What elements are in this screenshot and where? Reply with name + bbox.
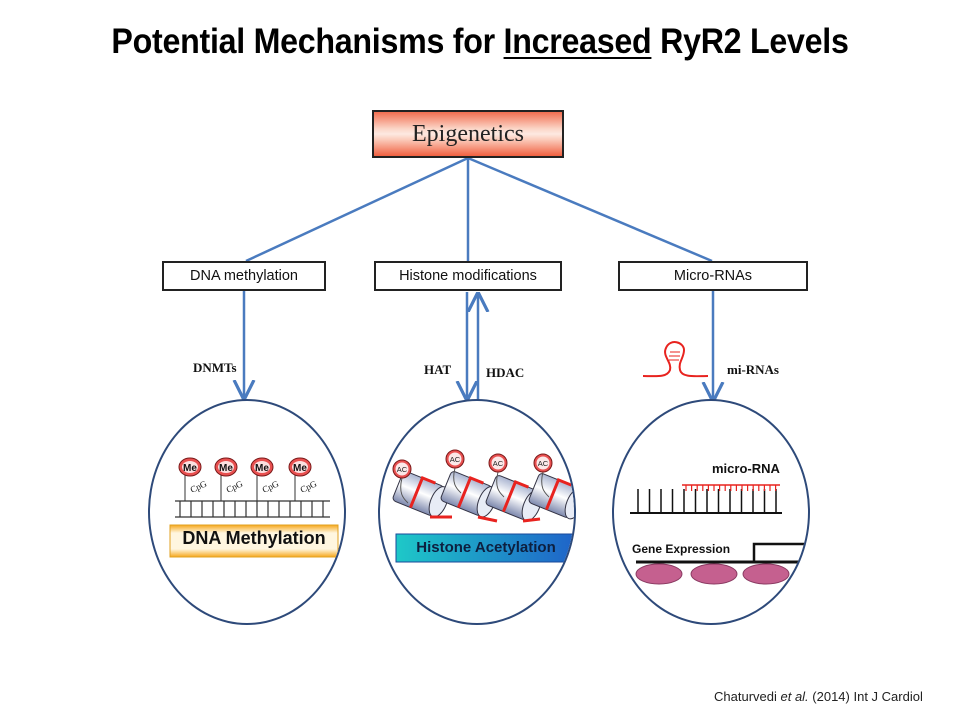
acetyl-label: AC (538, 459, 549, 468)
dnmts-label: DNMTs (193, 360, 237, 375)
methyl-mark-inner (254, 461, 270, 473)
micro-rna-title: micro-RNA (712, 461, 780, 476)
histone-acetylation-panel: AC AC AC AC Histone Acetylation (378, 399, 576, 625)
acetyl-stem (541, 471, 550, 498)
micro-rnas-label: Micro-RNAs (673, 268, 753, 284)
hairpin-rna-icon (642, 341, 709, 378)
cpg-label: CpG (189, 478, 209, 494)
citation-etal: et al. (780, 689, 809, 704)
methyl-mark-inner (292, 461, 308, 473)
title-suffix: RyR2 Levels (651, 22, 849, 61)
micro-rna-panel: micro-RNA Gene Expression (612, 399, 810, 625)
histone-modifications-label: Histone modifications (399, 268, 537, 284)
nucleosome-icon (440, 471, 497, 518)
mirnas-label: mi-RNAs (727, 362, 779, 377)
acetyl-stem (400, 477, 409, 504)
slide-title: Potential Mechanisms for Increased RyR2 … (38, 22, 921, 62)
citation-author: Chaturvedi (714, 689, 781, 704)
citation: Chaturvedi et al. (2014) Int J Cardiol (714, 689, 923, 704)
gene-expression-label: Gene Expression (632, 542, 731, 556)
epigenetics-node: Epigenetics (372, 110, 564, 158)
dna-methylation-node: DNA methylation (162, 261, 326, 291)
linker-dna (477, 515, 498, 523)
methyl-mark-inner (218, 461, 234, 473)
methyl-mark-inner (182, 461, 198, 473)
hat-label: HAT (424, 362, 452, 377)
transcription-arrow-icon (806, 539, 808, 549)
ribosome-icon (690, 563, 738, 585)
cpg-label: CpG (261, 478, 281, 494)
acetyl-label: AC (450, 455, 461, 464)
histone-modifications-node: Histone modifications (374, 261, 562, 291)
nucleosome-illustration: AC AC AC AC (392, 449, 574, 563)
connector-epi-dna (245, 156, 469, 263)
cpg-label: CpG (299, 478, 319, 494)
citation-source: (2014) Int J Cardiol (808, 689, 923, 704)
micro-rnas-node: Micro-RNAs (618, 261, 808, 291)
cpg-label: CpG (225, 478, 245, 494)
acetyl-stem (496, 471, 505, 498)
dna-methylation-banner: DNA Methylation (182, 528, 326, 548)
title-prefix: Potential Mechanisms for (111, 22, 504, 61)
connector-epi-mirna (467, 156, 713, 263)
acetyl-label: AC (397, 465, 408, 474)
mirna-illustration (630, 484, 808, 585)
ribosome-icon (635, 563, 683, 585)
ribosome-icon (742, 563, 790, 585)
dna-methylation-label: DNA methylation (190, 268, 298, 284)
acetyl-label: AC (493, 459, 504, 468)
methyl-label: Me (293, 463, 307, 474)
title-emphasis: Increased (503, 22, 652, 61)
hdac-label: HDAC (486, 365, 525, 380)
histone-acetylation-banner: Histone Acetylation (416, 539, 556, 556)
methyl-label: Me (255, 463, 269, 474)
methyl-label: Me (219, 463, 233, 474)
acetyl-stem (453, 467, 462, 494)
linker-dna (522, 517, 541, 523)
epigenetics-label: Epigenetics (412, 120, 524, 147)
methyl-label: Me (183, 463, 197, 474)
